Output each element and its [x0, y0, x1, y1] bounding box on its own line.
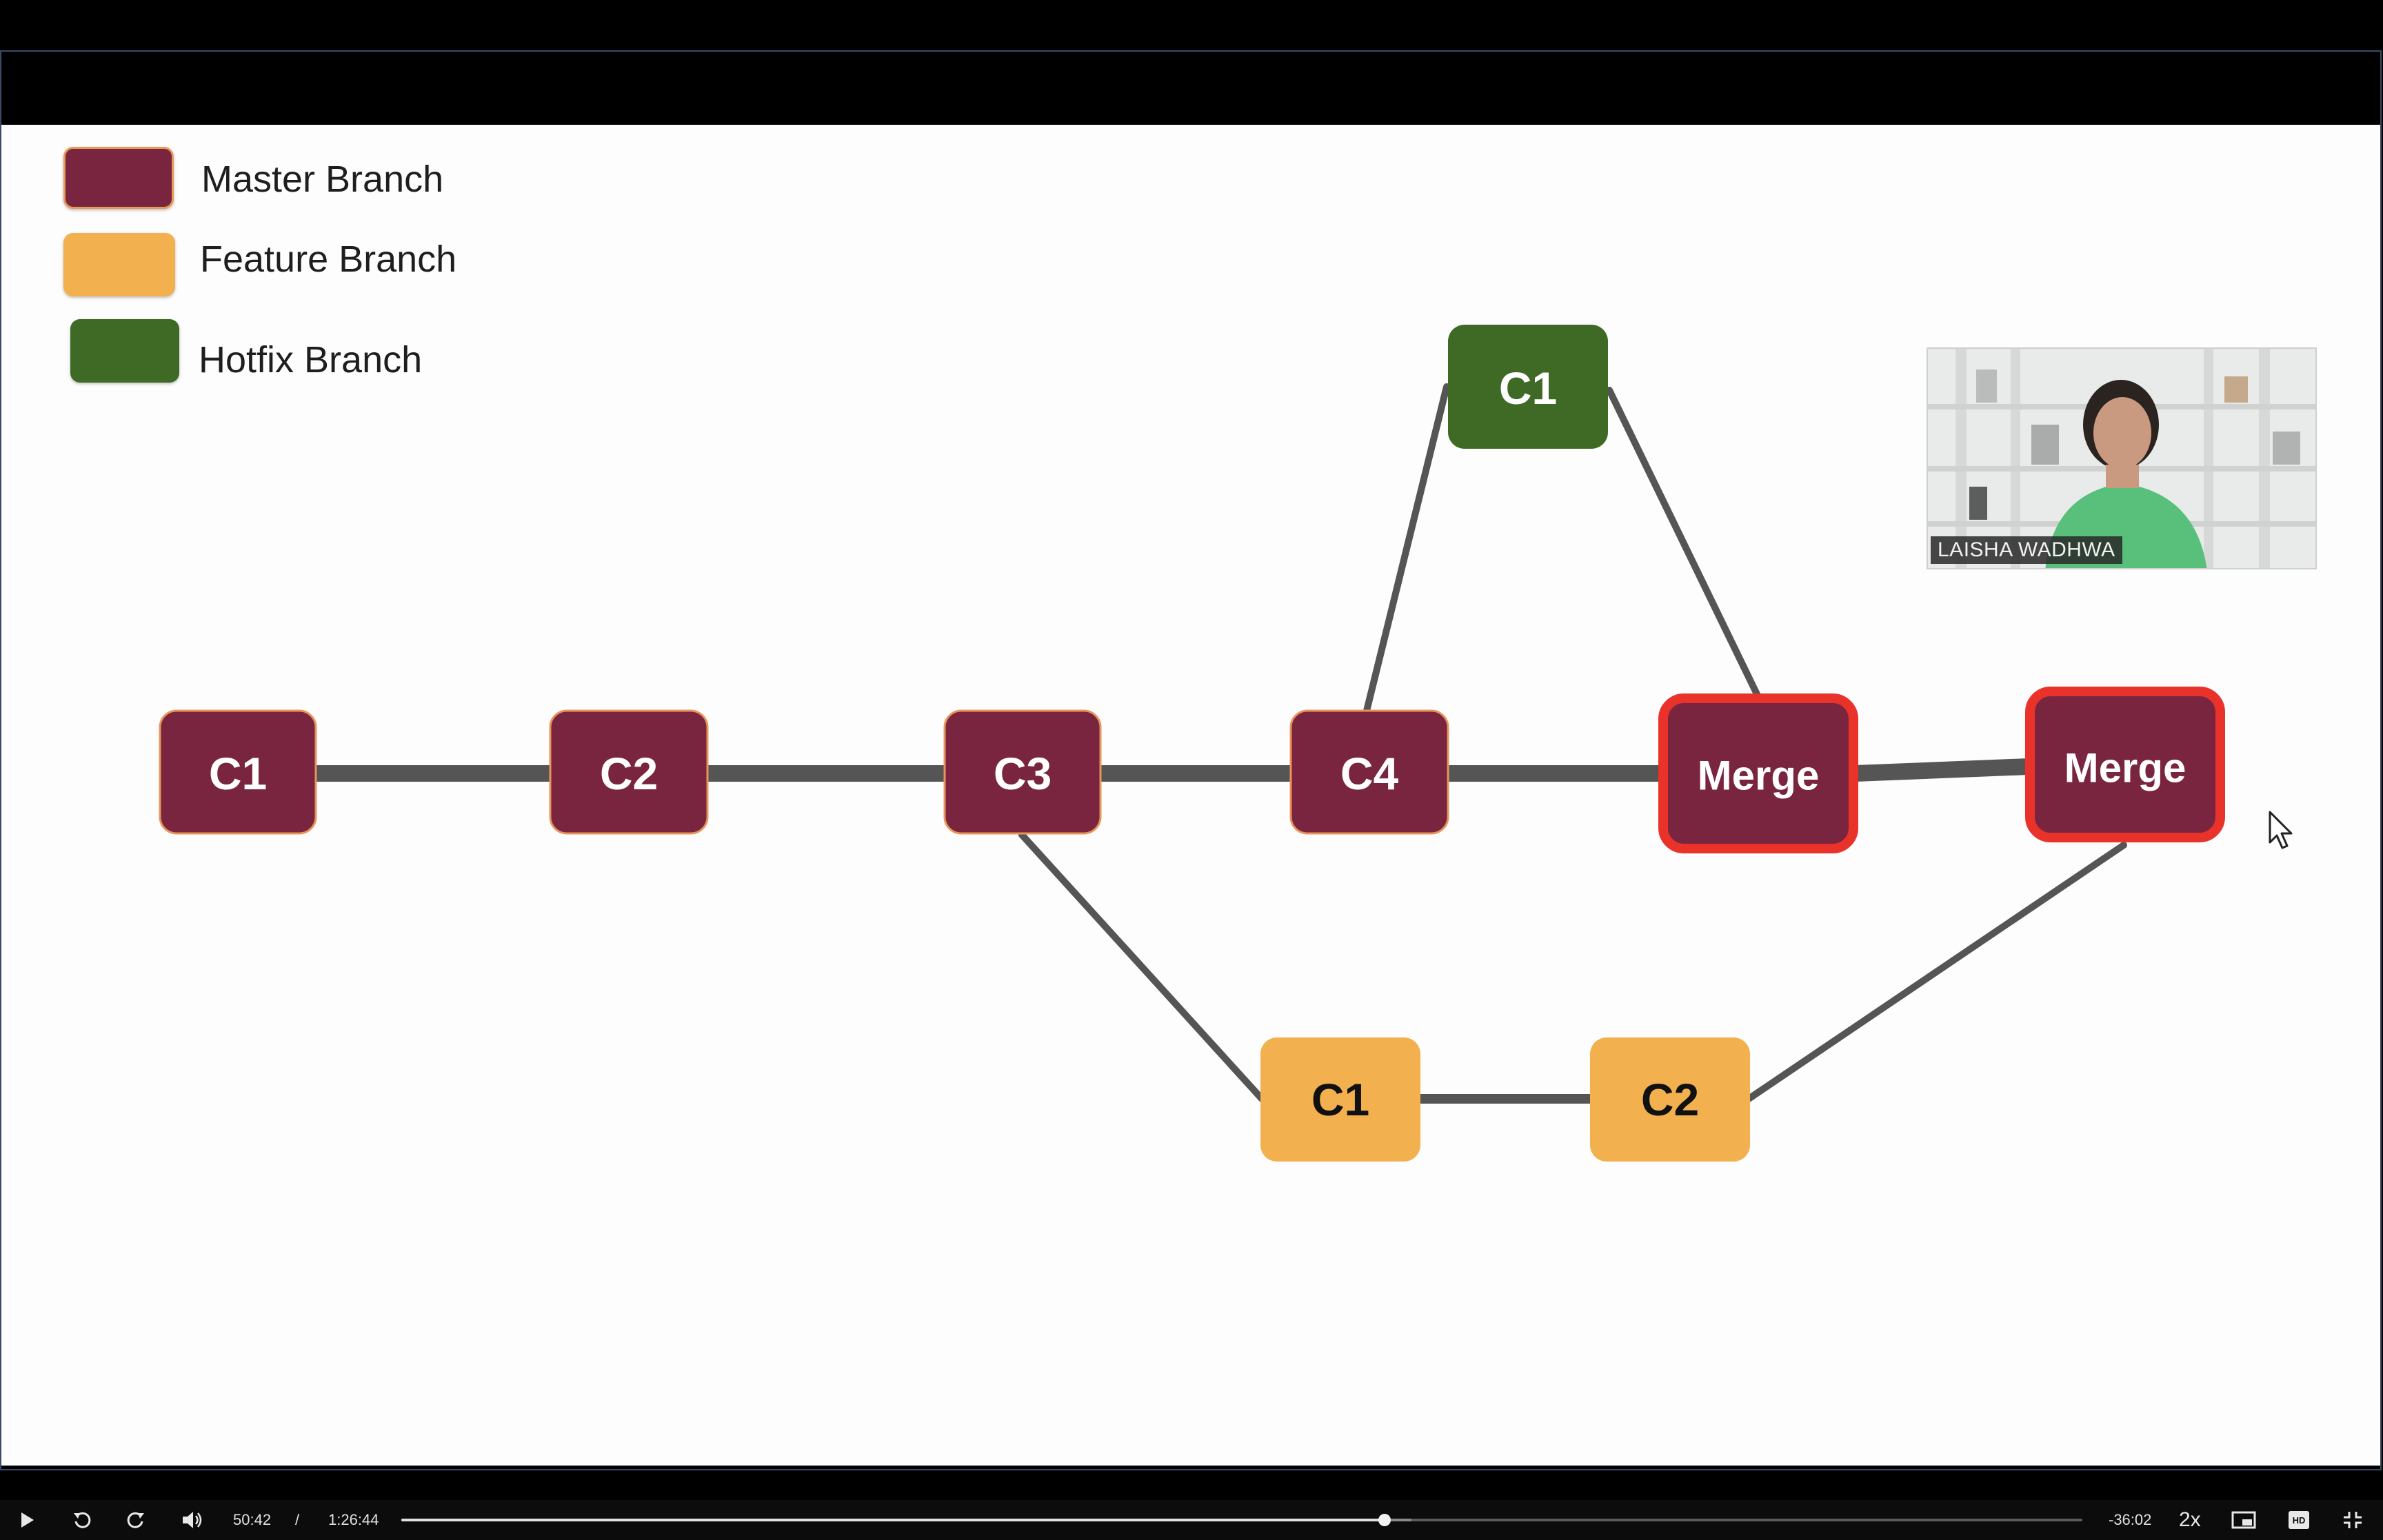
- commit-master-c2: C2: [549, 709, 709, 835]
- exit-fullscreen-icon[interactable]: [2343, 1511, 2362, 1529]
- legend-label-hotfix: Hotfix Branch: [199, 339, 423, 381]
- commit-master-c3: C3: [943, 709, 1102, 835]
- picture-in-picture-icon[interactable]: [2231, 1511, 2256, 1529]
- edge-c3-feature-c1: [1018, 831, 1265, 1102]
- legend-swatch-hotfix: [70, 319, 179, 383]
- presenter-video: LAISHA WADHWA: [1927, 347, 2317, 569]
- commit-hotfix-c1: C1: [1448, 325, 1608, 449]
- commit-master-merge-1: Merge: [1658, 693, 1858, 853]
- commit-label: C2: [600, 748, 658, 799]
- play-icon[interactable]: [19, 1511, 36, 1529]
- volume-icon[interactable]: [181, 1510, 204, 1530]
- commit-label: C1: [1311, 1074, 1369, 1125]
- commit-label: C1: [1499, 363, 1557, 414]
- progress-scrubber-handle[interactable]: [1378, 1514, 1391, 1526]
- edge-c4-hotfix: [1363, 383, 1450, 714]
- rewind-icon[interactable]: [72, 1510, 92, 1530]
- remaining-time: -36:02: [2109, 1511, 2152, 1528]
- presenter-thumbnail: [1928, 349, 2315, 568]
- duration: 1:26:44: [328, 1511, 379, 1528]
- legend-swatch-feature: [63, 233, 175, 296]
- current-time: 50:42: [233, 1511, 272, 1528]
- edge-master-merge1-merge2: [1847, 758, 2037, 782]
- forward-icon[interactable]: [125, 1510, 146, 1530]
- git-branch-diagram: C1 C2 C3 C4 Merge Merge: [159, 325, 2225, 1162]
- commit-label: C2: [1641, 1074, 1699, 1125]
- legend-label-master: Master Branch: [201, 159, 444, 200]
- legend-label-feature: Feature Branch: [200, 239, 457, 280]
- playback-speed-button[interactable]: 2x: [2179, 1508, 2201, 1531]
- commit-label: C3: [994, 748, 1052, 799]
- commit-feature-c2: C2: [1590, 1037, 1750, 1162]
- mouse-cursor-icon: [2269, 811, 2293, 849]
- edge-hotfix-merge1: [1606, 387, 1762, 700]
- player-controls: 50:42 / 1:26:44 -36:02 2x HD: [0, 1500, 2383, 1540]
- commit-label: C4: [1340, 748, 1399, 799]
- progress-played: [401, 1519, 1385, 1521]
- presenter-name-label: LAISHA WADHWA: [1931, 536, 2122, 564]
- edge-feature-c2-merge2: [1745, 842, 2127, 1102]
- commit-master-c4: C4: [1289, 709, 1449, 835]
- commit-label: Merge: [2064, 745, 2186, 791]
- slide: Master Branch Feature Branch Hotfix Bran…: [1, 125, 2382, 1466]
- commit-master-merge-2: Merge: [2025, 687, 2225, 842]
- time-separator: /: [295, 1511, 300, 1528]
- legend-swatch-master: [63, 147, 174, 209]
- svg-text:HD: HD: [2293, 1515, 2306, 1526]
- commit-label: Merge: [1698, 753, 1820, 799]
- commit-feature-c1: C1: [1260, 1037, 1420, 1162]
- commit-label: C1: [209, 748, 267, 799]
- commit-master-c1: C1: [159, 709, 317, 835]
- progress-bar[interactable]: [401, 1514, 2082, 1526]
- hd-icon[interactable]: HD: [2288, 1510, 2310, 1530]
